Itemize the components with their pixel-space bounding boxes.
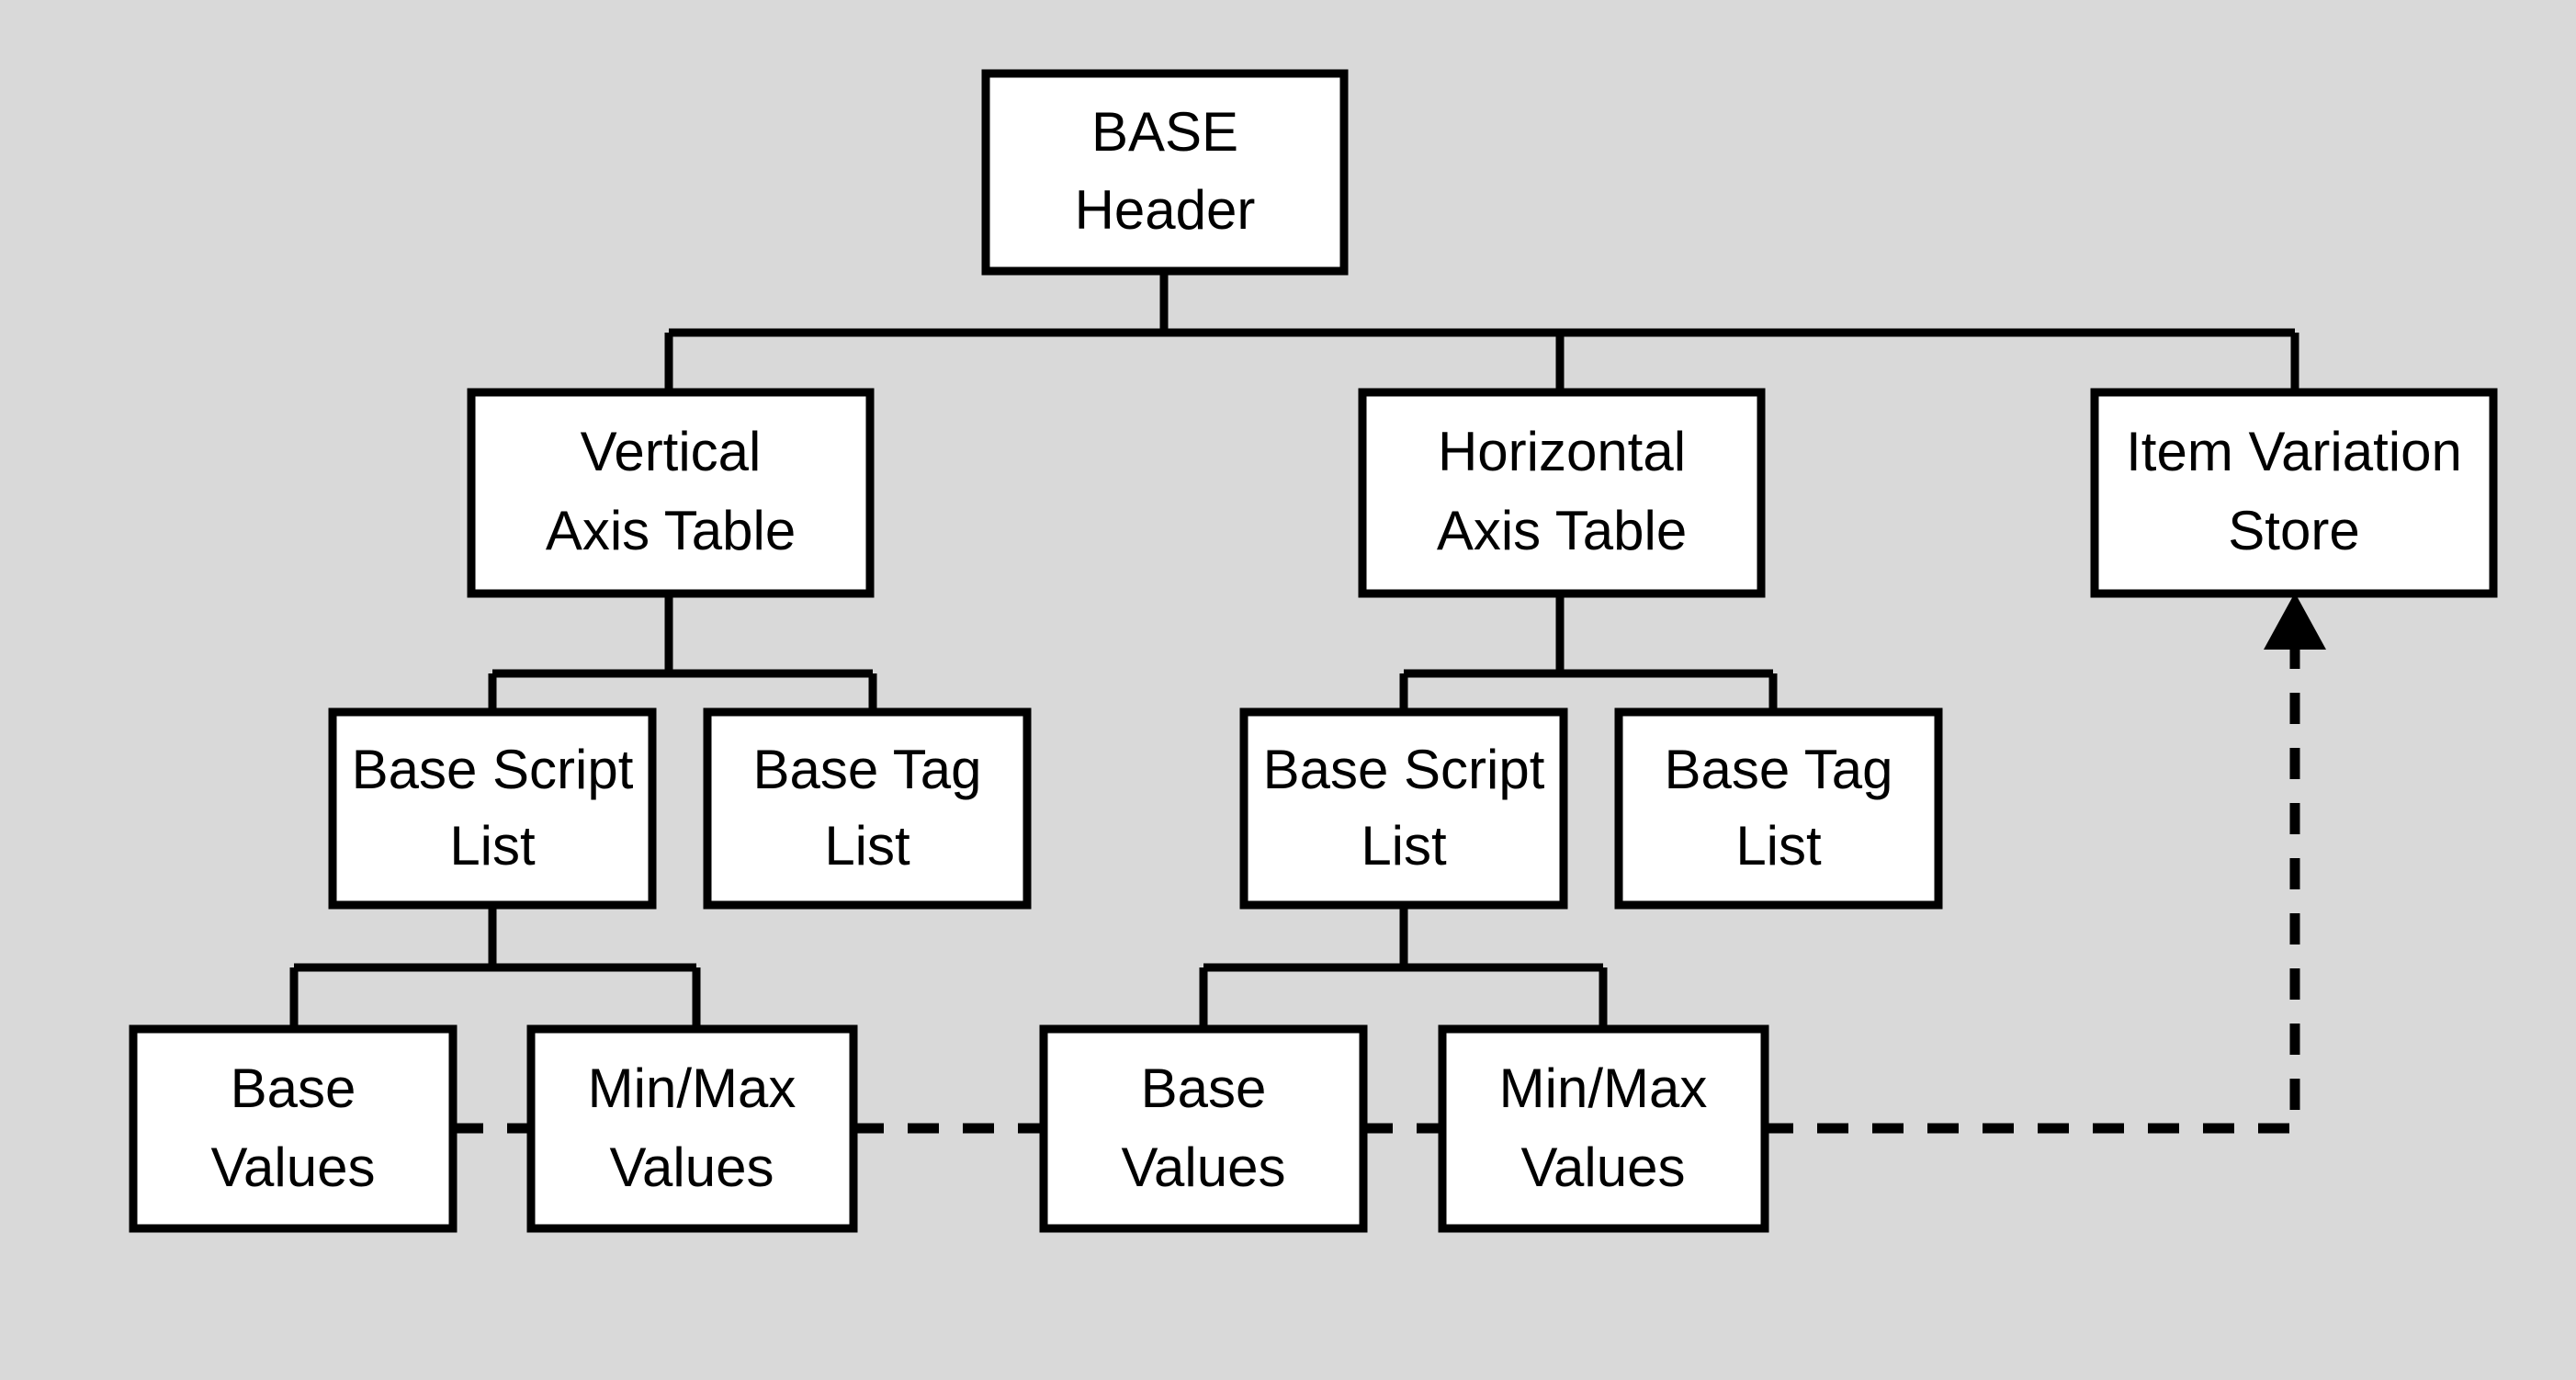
node-v-base-tag-list-line2: List <box>824 815 910 877</box>
node-horizontal-axis-table[interactable]: Horizontal Axis Table <box>1358 388 1766 598</box>
node-base-header-box[interactable] <box>981 69 1349 276</box>
node-h-minmax-values-line1: Min/Max <box>1499 1058 1708 1119</box>
node-v-base-tag-list-box[interactable] <box>703 707 1032 910</box>
node-v-base-script-list[interactable]: Base Script List <box>328 707 657 910</box>
dashed-link-h-minmax-to-item-variation <box>1762 634 2300 1134</box>
node-v-base-tag-list[interactable]: Base Tag List <box>703 707 1032 910</box>
node-h-minmax-values-box[interactable] <box>1438 1024 1769 1233</box>
node-h-base-tag-list-line2: List <box>1735 815 1822 877</box>
node-item-variation-store[interactable]: Item Variation Store <box>2090 388 2498 598</box>
node-h-base-values-line2: Values <box>1121 1137 1285 1198</box>
node-h-base-values-line1: Base <box>1141 1058 1267 1119</box>
node-v-base-values-box[interactable] <box>129 1024 458 1233</box>
node-base-header[interactable]: BASE Header <box>981 69 1349 276</box>
node-h-base-script-list-line2: List <box>1361 815 1447 877</box>
node-v-minmax-values[interactable]: Min/Max Values <box>526 1024 858 1233</box>
node-h-base-tag-list-line1: Base Tag <box>1664 739 1892 800</box>
node-vertical-axis-table-box[interactable] <box>467 388 875 598</box>
connectors-group <box>289 271 2326 1134</box>
node-h-base-script-list-box[interactable] <box>1239 707 1568 910</box>
node-h-base-tag-list-box[interactable] <box>1614 707 1943 910</box>
node-h-base-script-list-line1: Base Script <box>1263 739 1545 800</box>
node-h-base-script-list[interactable]: Base Script List <box>1239 707 1568 910</box>
node-v-base-script-list-box[interactable] <box>328 707 657 910</box>
node-base-header-line2: Header <box>1075 179 1256 241</box>
node-vertical-axis-table[interactable]: Vertical Axis Table <box>467 388 875 598</box>
node-item-variation-store-line2: Store <box>2228 500 2359 561</box>
node-v-base-values[interactable]: Base Values <box>129 1024 458 1233</box>
node-horizontal-axis-table-box[interactable] <box>1358 388 1766 598</box>
node-v-base-script-list-line2: List <box>449 815 536 877</box>
arrow-head-icon <box>2264 593 2326 650</box>
node-vertical-axis-table-line2: Axis Table <box>546 500 796 561</box>
node-item-variation-store-line1: Item Variation <box>2126 421 2462 482</box>
node-horizontal-axis-table-line1: Horizontal <box>1438 421 1686 482</box>
node-h-base-tag-list[interactable]: Base Tag List <box>1614 707 1943 910</box>
node-h-base-values[interactable]: Base Values <box>1039 1024 1368 1233</box>
node-v-base-script-list-line1: Base Script <box>352 739 634 800</box>
node-v-minmax-values-box[interactable] <box>526 1024 858 1233</box>
node-v-base-values-line2: Values <box>210 1137 375 1198</box>
node-horizontal-axis-table-line2: Axis Table <box>1437 500 1687 561</box>
node-vertical-axis-table-line1: Vertical <box>581 421 762 482</box>
node-v-base-tag-list-line1: Base Tag <box>752 739 981 800</box>
node-h-minmax-values[interactable]: Min/Max Values <box>1438 1024 1769 1233</box>
node-v-minmax-values-line1: Min/Max <box>588 1058 797 1119</box>
node-base-header-line1: BASE <box>1091 101 1238 163</box>
node-h-minmax-values-line2: Values <box>1520 1137 1685 1198</box>
node-v-minmax-values-line2: Values <box>609 1137 774 1198</box>
node-h-base-values-box[interactable] <box>1039 1024 1368 1233</box>
node-v-base-values-line1: Base <box>231 1058 356 1119</box>
node-item-variation-store-box[interactable] <box>2090 388 2498 598</box>
